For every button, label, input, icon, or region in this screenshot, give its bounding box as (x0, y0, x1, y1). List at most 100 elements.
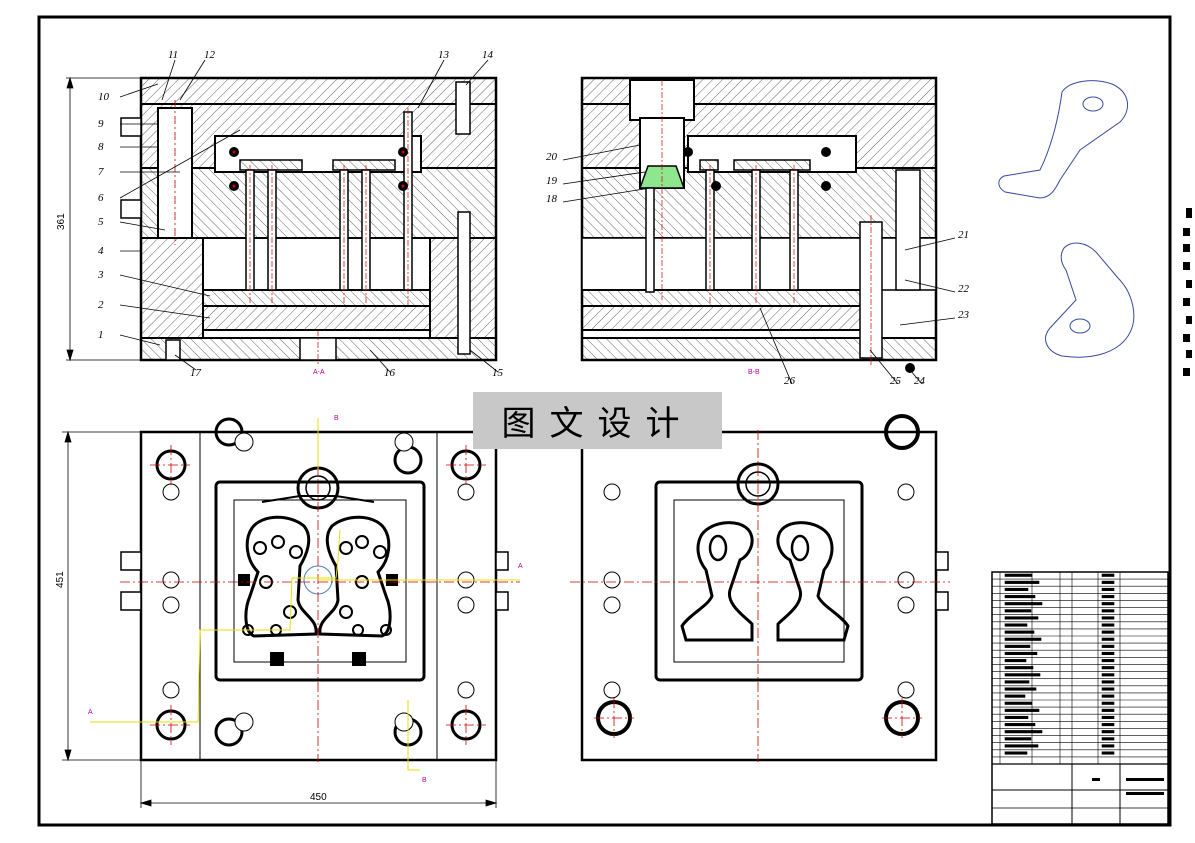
part-label: 14 (482, 49, 494, 61)
table-cell-text (1004, 573, 1033, 577)
part-label: 13 (438, 49, 450, 61)
ejector-plate (202, 305, 431, 331)
cavity-outline-right (776, 521, 850, 642)
part-iso-top-hole (1082, 96, 1104, 112)
section-mark: A (518, 563, 523, 570)
table-cell-text (1004, 666, 1034, 670)
part-label: 26 (784, 375, 796, 387)
table-cell-text (1101, 630, 1115, 634)
table-cell-text (1101, 730, 1115, 734)
table-cell-text (1004, 687, 1037, 691)
cavity-outline-left (244, 515, 318, 638)
table-cell-text (1101, 616, 1115, 620)
table-cell-text (1101, 609, 1115, 613)
top-clamp-plate (140, 77, 497, 105)
section-view-bb: B-B 20 19 18 21 22 23 26 25 24 (546, 76, 970, 387)
table-cell-text (1101, 651, 1115, 656)
part-label: 4 (98, 245, 104, 257)
table-cell-text (1004, 609, 1032, 613)
part-label: 22 (958, 283, 970, 295)
table-cell-text (1101, 587, 1115, 592)
table-cell-text (1101, 623, 1115, 627)
part-label: 7 (98, 166, 104, 178)
b-plate (140, 167, 497, 239)
part-iso-top (998, 80, 1128, 199)
table-cell-text (1101, 666, 1115, 670)
table-cell-text (1004, 587, 1029, 592)
part-iso-bottom-hole (1069, 318, 1091, 334)
part-label: 3 (97, 269, 104, 281)
part-label: 17 (190, 367, 202, 379)
part-label: 1 (98, 329, 104, 341)
drawing-frame (37, 15, 1172, 827)
table-cell-text (1004, 623, 1028, 627)
section-caption-aa: A-A (313, 369, 325, 376)
part-label: 10 (98, 91, 110, 103)
watermark-banner: 图文设计 (473, 392, 722, 449)
ejector-retainer-plate (202, 289, 431, 307)
return-pin (457, 211, 471, 355)
part-label: 9 (98, 118, 104, 130)
table-cell-text (1101, 580, 1115, 584)
part-label: 18 (546, 193, 558, 205)
table-cell-text (1101, 680, 1115, 684)
table-cell-text (1101, 701, 1115, 705)
part-label: 5 (98, 216, 104, 228)
table-cell-text (1004, 715, 1029, 720)
table-cell-text (1101, 595, 1115, 599)
table-cell-text (1004, 751, 1028, 755)
table-cell-text (1004, 644, 1031, 648)
height-dimension-aa (66, 76, 141, 362)
table-cell-text (1101, 751, 1115, 755)
part-label: 20 (546, 151, 558, 163)
table-cell-text (1004, 580, 1040, 584)
title-block (991, 571, 1169, 825)
plan-width-dimension: 450 (310, 792, 327, 803)
cavity-outline-right (318, 515, 392, 638)
part-label: 12 (204, 49, 216, 61)
table-cell-text (1101, 637, 1115, 641)
table-cell-text (1004, 637, 1042, 641)
lifting-lug-top (120, 117, 142, 137)
core-insert-right (332, 159, 396, 171)
table-cell-text (1004, 673, 1041, 677)
table-cell-text (1101, 708, 1115, 712)
section-mark: B (334, 415, 339, 422)
table-cell-text (1004, 730, 1043, 734)
table-cell-text (1004, 737, 1032, 741)
table-cell-text (1004, 708, 1040, 712)
part-label: 8 (98, 141, 104, 153)
table-cell-text (1004, 651, 1038, 656)
part-label: 11 (168, 49, 178, 61)
part-label: 19 (546, 175, 558, 187)
table-cell-text (1004, 701, 1033, 705)
table-cell-text (1004, 694, 1026, 698)
table-cell-text (1101, 723, 1115, 727)
table-cell-text (1101, 715, 1115, 720)
table-cell-text (1101, 602, 1115, 606)
bottom-screw (165, 339, 181, 361)
lifting-lug-bottom (120, 199, 142, 219)
part-label: 21 (958, 229, 969, 241)
table-cell-text (1101, 744, 1115, 748)
section-mark: B (422, 777, 427, 784)
height-dimension-label: 361 (56, 213, 67, 230)
core-insert-left (239, 159, 303, 171)
table-cell-text (1101, 644, 1115, 648)
section-caption-bb: B-B (748, 369, 760, 376)
table-cell-text (1101, 573, 1115, 577)
table-cell-text (1004, 602, 1043, 606)
table-cell-text (1004, 680, 1030, 684)
part-label: 24 (914, 375, 926, 387)
part-label: 15 (492, 367, 504, 379)
plan-view-left: B A A B 451 450 (55, 415, 523, 808)
table-cell-text (1101, 659, 1115, 663)
technical-notes-truncated (1183, 208, 1192, 376)
table-cell-text (1004, 744, 1039, 748)
part-label: 2 (98, 299, 104, 311)
part-iso-bottom (1045, 242, 1135, 358)
table-cell-text (1004, 630, 1035, 634)
